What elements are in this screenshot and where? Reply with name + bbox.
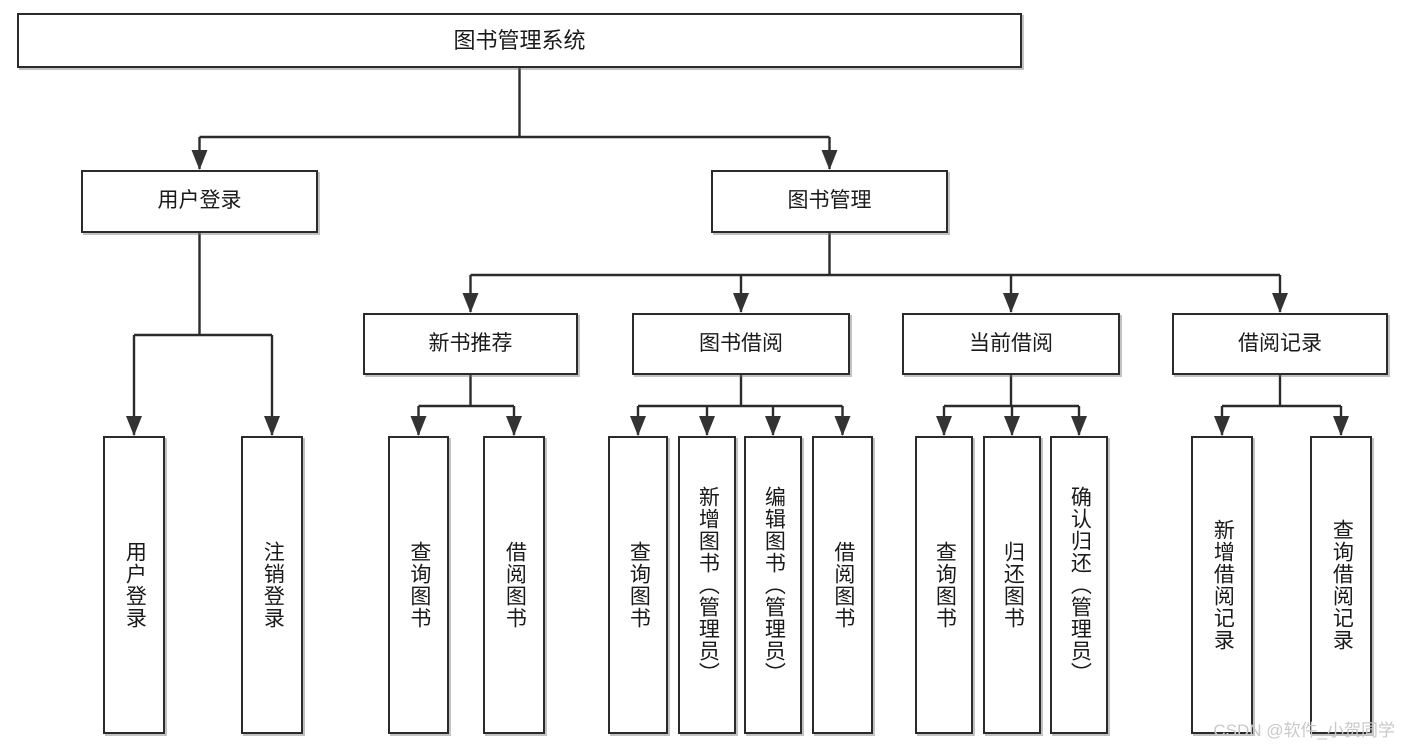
arrow-head-icon [699, 416, 715, 436]
node-label-leaf-br-add: 新增借阅记录 [1211, 519, 1235, 651]
node-leaf-bb-add[interactable]: 新增图书（管理员） [678, 436, 736, 734]
node-label-leaf-user-logout: 注销登录 [261, 541, 285, 629]
node-label-leaf-bb-add: 新增图书（管理员） [696, 486, 720, 684]
node-leaf-br-query[interactable]: 查询借阅记录 [1310, 436, 1372, 734]
arrow-head-icon [1071, 416, 1087, 436]
arrow-head-icon [506, 416, 522, 436]
node-label-leaf-rec-query: 查询图书 [407, 541, 431, 629]
arrow-head-icon [126, 416, 142, 436]
node-label-borrow-record: 借阅记录 [1238, 331, 1322, 355]
arrow-head-icon [1333, 416, 1349, 436]
arrow-head-icon [264, 416, 280, 436]
node-label-root: 图书管理系统 [453, 27, 586, 53]
node-leaf-user-login[interactable]: 用户登录 [103, 436, 165, 734]
arrow-head-icon [1004, 416, 1020, 436]
arrow-head-icon [834, 416, 851, 436]
node-label-new-book-rec: 新书推荐 [428, 331, 513, 355]
arrow-head-icon [1272, 293, 1288, 313]
node-leaf-br-add[interactable]: 新增借阅记录 [1191, 436, 1253, 734]
node-user-login[interactable]: 用户登录 [81, 170, 318, 233]
node-leaf-cb-query[interactable]: 查询图书 [915, 436, 973, 734]
node-leaf-rec-query[interactable]: 查询图书 [388, 436, 449, 734]
node-leaf-cb-confirm[interactable]: 确认归还（管理员） [1050, 436, 1108, 734]
arrow-head-icon [765, 416, 781, 436]
arrow-head-icon [191, 150, 208, 170]
node-new-book-rec[interactable]: 新书推荐 [363, 313, 578, 375]
arrow-head-icon [821, 150, 838, 170]
node-label-book-borrow: 图书借阅 [699, 331, 783, 355]
arrow-head-icon [1003, 293, 1019, 313]
node-label-leaf-br-query: 查询借阅记录 [1330, 519, 1354, 651]
arrow-head-icon [410, 416, 427, 436]
node-borrow-record[interactable]: 借阅记录 [1172, 313, 1388, 375]
node-label-leaf-user-login: 用户登录 [123, 541, 147, 629]
node-label-book-manage: 图书管理 [787, 189, 872, 213]
arrow-head-icon [1214, 416, 1230, 436]
arrow-head-icon [733, 293, 749, 313]
node-label-leaf-bb-query: 查询图书 [627, 541, 651, 629]
node-leaf-user-logout[interactable]: 注销登录 [241, 436, 303, 734]
node-leaf-bb-borrow[interactable]: 借阅图书 [812, 436, 873, 734]
node-label-current-borrow: 当前借阅 [969, 331, 1053, 355]
arrow-head-icon [630, 416, 646, 436]
node-label-user-login: 用户登录 [157, 189, 242, 213]
node-leaf-bb-query[interactable]: 查询图书 [608, 436, 668, 734]
node-leaf-bb-edit[interactable]: 编辑图书（管理员） [744, 436, 802, 734]
node-book-manage[interactable]: 图书管理 [711, 170, 948, 233]
node-label-leaf-cb-query: 查询图书 [933, 541, 957, 629]
node-root[interactable]: 图书管理系统 [17, 13, 1022, 68]
node-label-leaf-rec-borrow: 借阅图书 [503, 541, 527, 629]
arrow-head-icon [936, 416, 952, 436]
node-label-leaf-cb-confirm: 确认归还（管理员） [1068, 486, 1092, 684]
node-label-leaf-bb-edit: 编辑图书（管理员） [762, 486, 786, 684]
node-label-leaf-cb-return: 归还图书 [1001, 541, 1025, 629]
node-leaf-cb-return[interactable]: 归还图书 [983, 436, 1041, 734]
node-label-leaf-bb-borrow: 借阅图书 [831, 541, 855, 629]
node-book-borrow[interactable]: 图书借阅 [632, 313, 850, 375]
node-current-borrow[interactable]: 当前借阅 [902, 313, 1120, 375]
arrow-head-icon [462, 293, 479, 313]
node-leaf-rec-borrow[interactable]: 借阅图书 [483, 436, 545, 734]
